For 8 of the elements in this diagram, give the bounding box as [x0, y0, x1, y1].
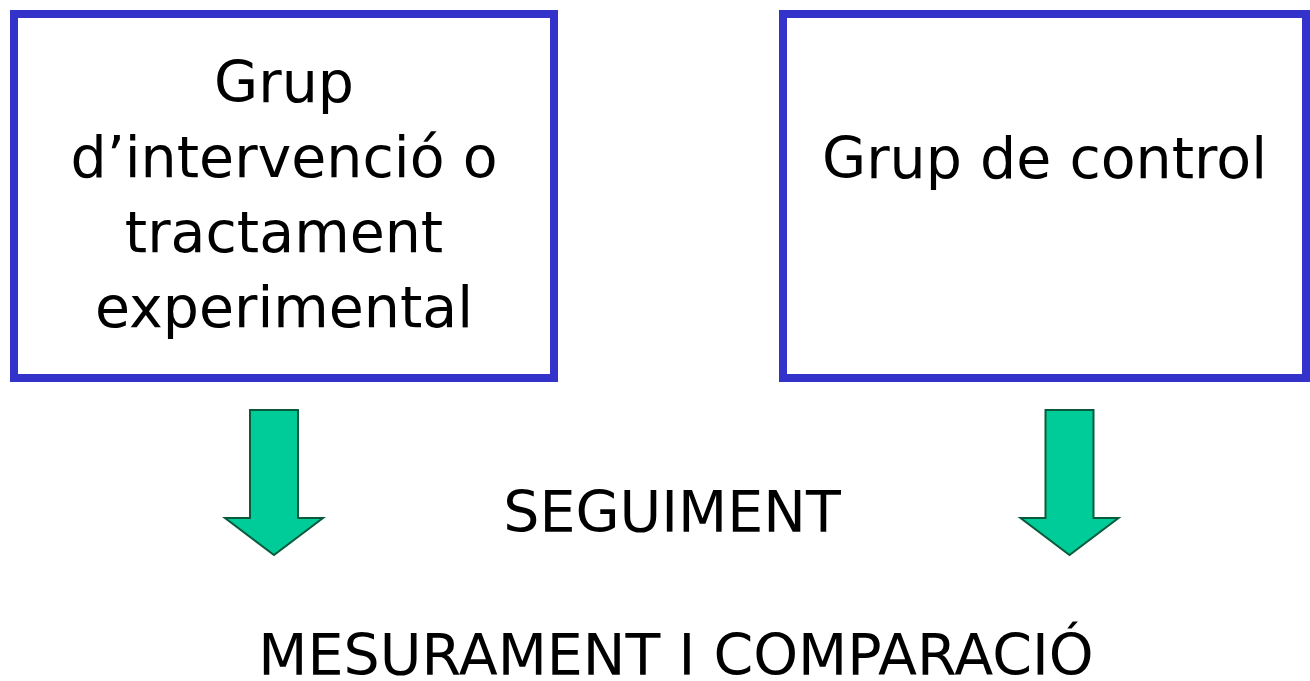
block-arrow	[1017, 409, 1122, 557]
group-box	[10, 10, 558, 382]
group-box	[779, 10, 1310, 382]
group-label: Grup de control	[822, 124, 1267, 193]
outcome-label: MESURAMENT I COMPARACIÓ	[258, 620, 1094, 681]
block-arrow	[222, 409, 326, 557]
stage-label: SEGUIMENT	[503, 478, 841, 547]
group-label: Grup d’intervenció o tractament experimental	[69, 48, 499, 342]
